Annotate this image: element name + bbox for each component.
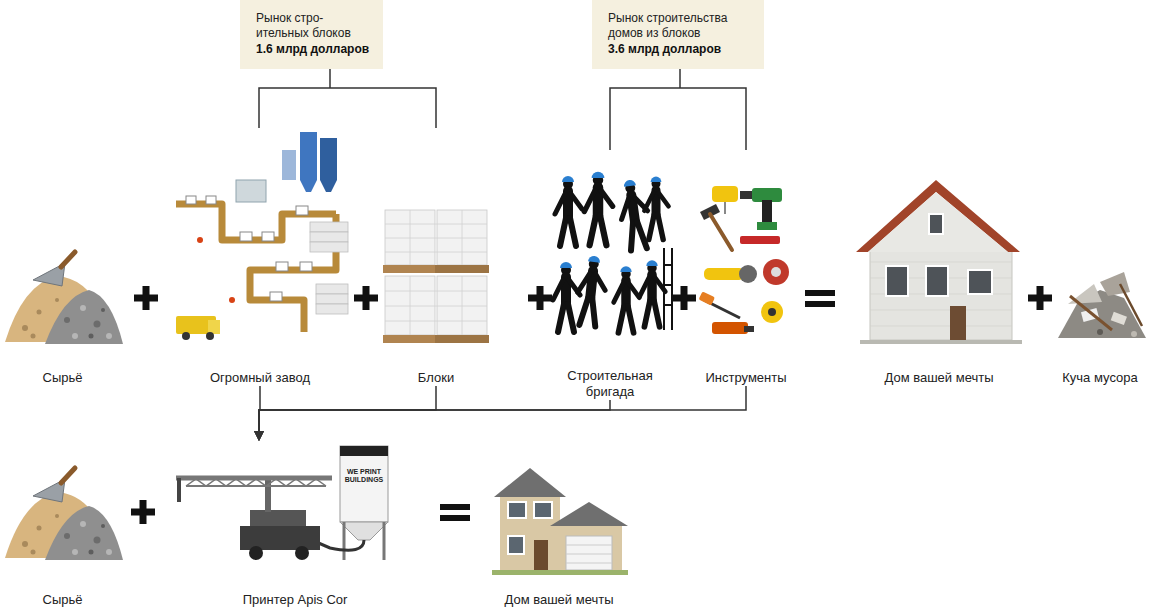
blocks-illustration: [383, 210, 489, 343]
item-label: Куча мусора: [1062, 370, 1137, 386]
item-label: Инструменты: [705, 370, 786, 386]
item-label: Дом вашей мечты: [884, 370, 993, 386]
item-node: Инструменты: [698, 180, 794, 386]
item-label: Блоки: [418, 370, 454, 386]
printer-illustration: [176, 446, 388, 560]
callout-value: 3.6 млрд долларов: [608, 42, 750, 57]
item-node: Строительная бригада: [548, 165, 672, 400]
callout-heading: Рынок стро- ительных блоков: [256, 11, 368, 41]
raw-material-pile: [5, 252, 123, 344]
flow-connector: [259, 400, 610, 440]
tools-illustration: [699, 186, 789, 334]
item-node: Принтер Apis Cor: [170, 440, 420, 608]
market-callout: Рынок стро- ительных блоков1.6 млрд долл…: [240, 0, 383, 69]
item-label: Огромный завод: [210, 370, 310, 386]
callout-value: 1.6 млрд долларов: [256, 42, 369, 57]
item-label: Дом вашей мечты: [504, 592, 613, 608]
factory-illustration: [176, 132, 348, 340]
printed-house-illustration: [492, 468, 628, 575]
item-node: Сырьё: [0, 250, 125, 386]
item-label: Строительная бригада: [548, 368, 672, 400]
flow-connector: [259, 386, 436, 440]
item-node: Дом вашей мечты: [855, 175, 1023, 386]
flow-connector: [259, 386, 746, 440]
item-node: Дом вашей мечты: [478, 468, 640, 608]
market-callout: Рынок строительства домов из блоков3.6 м…: [592, 0, 764, 69]
block-house-illustration: [856, 180, 1022, 344]
bracket: [259, 60, 746, 150]
item-label: Сырьё: [43, 592, 83, 608]
item-node: Куча мусора: [1052, 265, 1148, 386]
silo-lettering: WE PRINT BUILDINGS: [341, 468, 387, 484]
raw-material-pile: [5, 468, 123, 560]
workers-illustration: [553, 172, 672, 333]
item-label: Сырьё: [43, 370, 83, 386]
item-node: Блоки: [380, 200, 492, 386]
item-node: Сырьё: [0, 466, 125, 608]
rubble-illustration: [1058, 272, 1146, 338]
callout-heading: Рынок строительства домов из блоков: [608, 11, 750, 41]
item-node: Огромный завод: [168, 130, 352, 386]
item-label: Принтер Apis Cor: [243, 592, 348, 608]
